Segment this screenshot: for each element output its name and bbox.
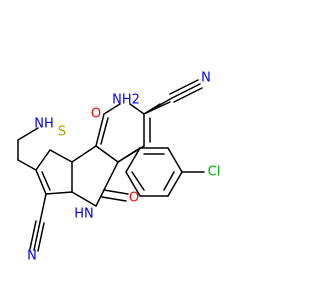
bond [167,147,183,173]
bond [29,220,37,250]
bond [37,222,45,252]
bond [17,127,39,141]
bond [39,193,47,223]
bond [125,171,141,197]
bond [35,169,47,195]
bond [143,101,171,115]
atom-labels: NH2 O S NH HN O Cl N N [27,71,220,264]
bond [45,191,73,195]
bond [167,171,183,197]
atom-label-chlorine: Cl [208,165,221,180]
bond [103,189,129,195]
molecule-structure: NH2 O S NH HN O Cl N N [17,71,220,264]
atom-label-nitrile-n-top: N [201,71,211,86]
bond [95,189,105,207]
bond [101,196,127,202]
bond [49,149,73,163]
atom-label-ethylamino-nh: NH [34,117,54,132]
atom-label-lactam-nh: HN [74,207,94,222]
bond [95,113,105,147]
atom-label-nh2: NH2 [112,93,140,108]
bond [173,87,203,103]
molecule-canvas: NH2 O S NH HN O Cl N N [17,70,221,264]
bond [103,103,121,115]
atom-label-ring-oxygen: O [91,107,101,122]
bond [125,147,141,173]
bond [163,171,175,191]
bond [71,145,97,163]
bond [131,171,145,191]
bond [33,221,41,251]
bond [103,161,119,191]
bond [117,147,141,163]
atom-label-carbonyl-oxygen: O [129,191,139,206]
atom-label-nitrile-n-bottom: N [27,249,37,264]
bond [129,103,145,115]
bond [100,117,109,145]
bond [169,79,199,95]
bond [71,191,97,207]
bond [171,83,201,99]
bond [35,149,51,171]
bond [41,171,51,191]
bond-layer [17,79,205,252]
bond [95,145,119,163]
bond [17,159,37,171]
atom-label-sulfur: S [58,125,66,140]
